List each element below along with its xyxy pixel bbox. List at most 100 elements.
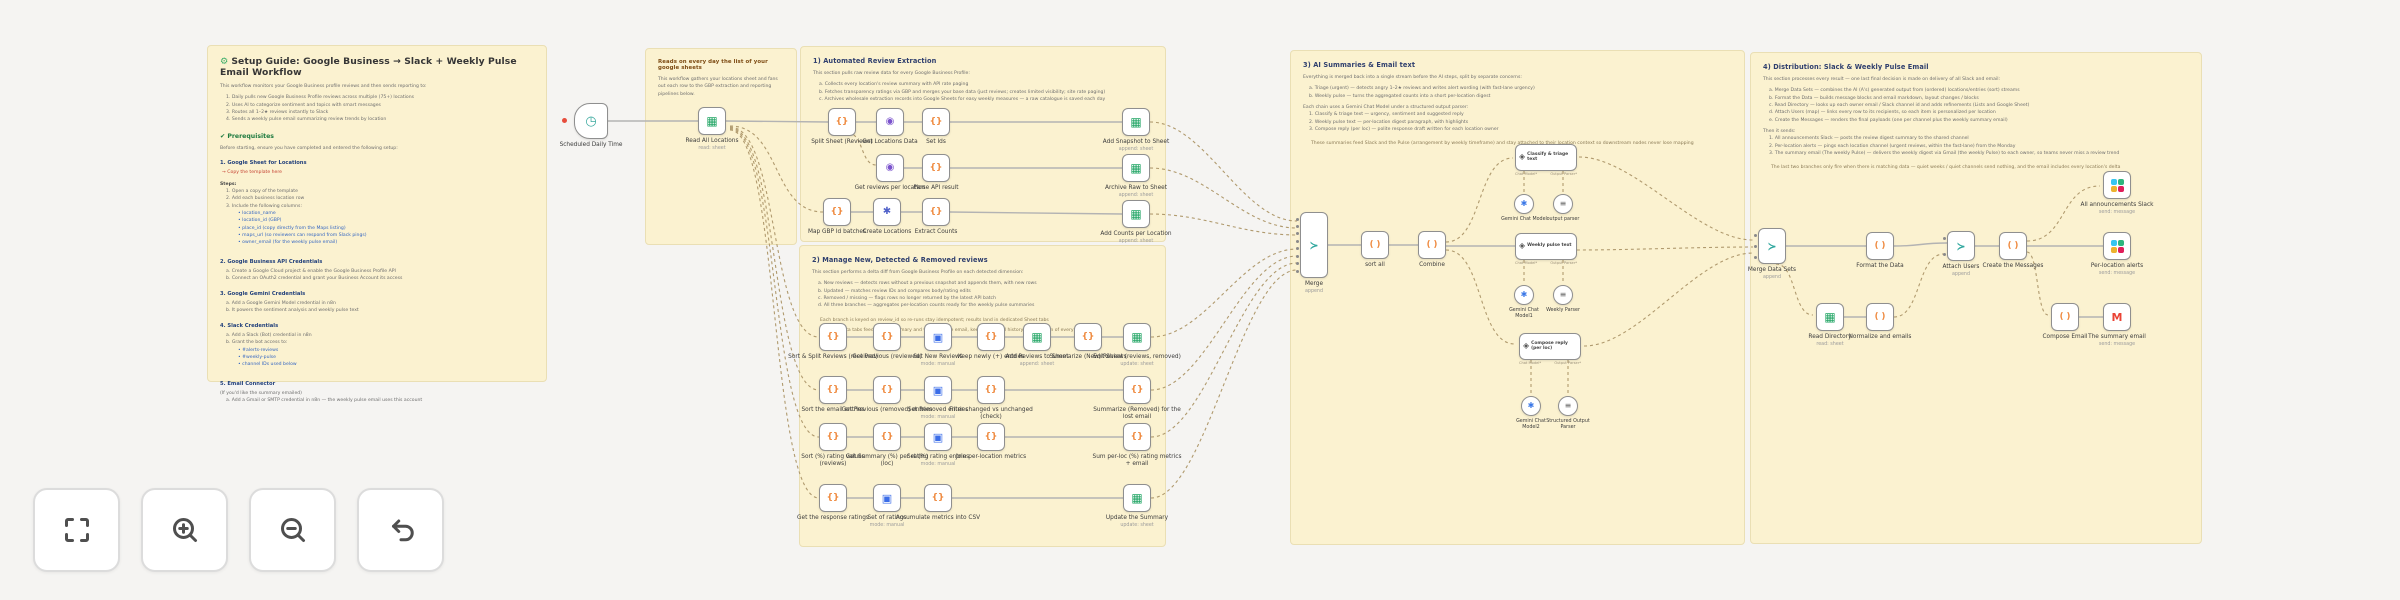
node-label: sort all [1365, 262, 1385, 268]
node-archive-raw-sheet[interactable]: ▦ [1122, 154, 1150, 182]
node-add-reviews-to-sheet[interactable]: ▦ [1023, 323, 1051, 351]
node-sort-email-entries[interactable]: {} [819, 376, 847, 404]
node-structured-output-parser[interactable]: ≡ [1558, 396, 1578, 416]
sticky-link[interactable]: → Copy the template here [222, 170, 282, 176]
sticky-text-line: Steps: [220, 181, 237, 187]
issue-indicator [562, 118, 567, 123]
node-create-the-messages[interactable]: ( ) [1999, 232, 2027, 260]
node-add-snapshot-sheet[interactable]: ▦ [1122, 108, 1150, 136]
node-read-all-locations[interactable]: ▦ [698, 107, 726, 135]
node-label: Get Previous (removed) entries [841, 407, 933, 413]
node-slack-per-location[interactable] [2103, 232, 2131, 260]
sticky-text-line: The last two branches only fire when the… [1771, 165, 2121, 171]
node-format-the-data[interactable]: ( ) [1866, 232, 1894, 260]
node-sort-all[interactable]: ( ) [1361, 231, 1389, 259]
node-schedule-trigger[interactable]: ◷ [574, 103, 608, 139]
node-set-ids[interactable]: {} [922, 108, 950, 136]
sticky-link[interactable]: • maps_url (so reviewers can respond fro… [238, 233, 367, 239]
sticky-link[interactable]: • #alerts-reviews [238, 347, 279, 353]
node-ai-weekly-pulse[interactable]: ◈Weekly pulse text [1515, 232, 1577, 260]
node-summarize-new-reviews[interactable]: {} [1074, 323, 1102, 351]
node-slack-announcements[interactable] [2103, 171, 2131, 199]
node-read-directory[interactable]: ▦ [1816, 303, 1844, 331]
node-gemini-chat-model1[interactable]: ✱ [1514, 285, 1534, 305]
input-stub [1296, 247, 1299, 251]
google-sheets-icon: ▦ [1031, 330, 1043, 344]
node-sort-rating-values[interactable]: {} [819, 423, 847, 451]
merge-icon: ≻ [1309, 238, 1319, 252]
node-gemini-chat-model2[interactable]: ✱ [1521, 396, 1541, 416]
node-get-summary-rating[interactable]: {} [873, 423, 901, 451]
node-attach-users[interactable]: ≻ [1947, 231, 1975, 261]
sticky-text-line [1763, 157, 2189, 161]
sticky-note-distribution-note[interactable]: 4) Distribution: Slack & Weekly Pulse Em… [1750, 52, 2202, 544]
node-map-gbp-batches[interactable]: {} [823, 198, 851, 226]
node-filter-changed[interactable]: {} [977, 376, 1005, 404]
node-extract-counts[interactable]: {} [922, 198, 950, 226]
sticky-link[interactable]: • location_name [238, 211, 276, 217]
node-merge-all[interactable]: ≻ [1300, 212, 1328, 278]
node-edit-sheet-reviews[interactable]: ▦ [1123, 323, 1151, 351]
sticky-link[interactable]: • #weekly-pulse [238, 355, 276, 361]
sticky-link[interactable]: • place_id (copy directly from the Maps … [238, 225, 346, 231]
fit-view-button[interactable] [33, 488, 120, 572]
ai-node-title: Weekly pulse text [1527, 243, 1572, 249]
node-merge-data-sets[interactable]: ≻ [1758, 228, 1786, 264]
sticky-link[interactable]: • location_id (GBP) [238, 218, 282, 224]
node-sublabel: append [1951, 271, 1971, 277]
node-label: Join per-location metrics [955, 454, 1027, 460]
node-sum-rating-metrics[interactable]: {} [1123, 423, 1151, 451]
node-join-location-metrics[interactable]: {} [977, 423, 1005, 451]
node-label: Structured Output Parser [1546, 419, 1590, 430]
sticky-text-line [220, 369, 534, 373]
node-label: Get Previous (reviewed) [852, 354, 922, 360]
node-ai-compose-reply[interactable]: ◈Compose reply (per loc) [1519, 332, 1581, 360]
slack-icon [2110, 239, 2124, 253]
node-gemini-chat-model[interactable]: ✱ [1514, 194, 1534, 214]
reset-zoom-button[interactable] [357, 488, 444, 572]
node-sublabel: append: sheet [1118, 146, 1154, 152]
node-label: Sort & Split Reviews (received) [788, 354, 878, 360]
node-sort-split-reviews[interactable]: {} [819, 323, 847, 351]
node-add-counts-per-location[interactable]: ▦ [1122, 200, 1150, 228]
node-weekly-parser[interactable]: ≡ [1553, 285, 1573, 305]
sticky-title: 3) AI Summaries & Email text [1303, 61, 1416, 69]
node-set-rating-entries[interactable]: ▣ [924, 423, 952, 451]
node-set-removed-entries[interactable]: ▣ [924, 376, 952, 404]
node-create-locations[interactable]: ✱ [873, 198, 901, 226]
node-update-summary[interactable]: ▦ [1123, 484, 1151, 512]
node-compose-email[interactable]: ( ) [2051, 303, 2079, 331]
code-icon: {} [826, 431, 840, 442]
sticky-link[interactable]: • channel IDs used below [238, 362, 297, 368]
node-ai-classify[interactable]: ◈Classify & triage text [1515, 143, 1577, 171]
node-combine[interactable]: ( ) [1418, 231, 1446, 259]
code-icon: ( ) [1874, 240, 1886, 251]
node-gmail-summary[interactable]: M [2103, 303, 2131, 331]
node-parse-api-result[interactable]: {} [922, 154, 950, 182]
node-summarize-removed[interactable]: {} [1123, 376, 1151, 404]
node-keep-new-entries[interactable]: {} [977, 323, 1005, 351]
node-get-previous-reviewed[interactable]: {} [873, 323, 901, 351]
node-set-of-ratings[interactable]: ▣ [873, 484, 901, 512]
node-get-previous-removed[interactable]: {} [873, 376, 901, 404]
node-set-new-reviews[interactable]: ▣ [924, 323, 952, 351]
node-get-locations-data[interactable]: ◉ [876, 108, 904, 136]
node-accumulate-csv[interactable]: {} [924, 484, 952, 512]
node-get-reviews-per-location[interactable]: ◉ [876, 154, 904, 182]
sticky-text-line: 3. Include the following columns: [226, 203, 302, 209]
sticky-note-setup-guide[interactable]: ⚙Setup Guide: Google Business → Slack + … [207, 45, 547, 403]
node-output-parser[interactable]: ≡ [1553, 194, 1573, 214]
node-get-response-ratings[interactable]: {} [819, 484, 847, 512]
fit-view-icon [64, 518, 89, 542]
sticky-link[interactable]: • owner_email (for the weekly pulse emai… [238, 240, 338, 246]
zoom-out-button[interactable] [249, 488, 336, 572]
node-split-sheet-reviews[interactable]: {} [828, 108, 856, 136]
zoom-in-button[interactable] [141, 488, 228, 572]
node-normalize-and-emails[interactable]: ( ) [1866, 303, 1894, 331]
